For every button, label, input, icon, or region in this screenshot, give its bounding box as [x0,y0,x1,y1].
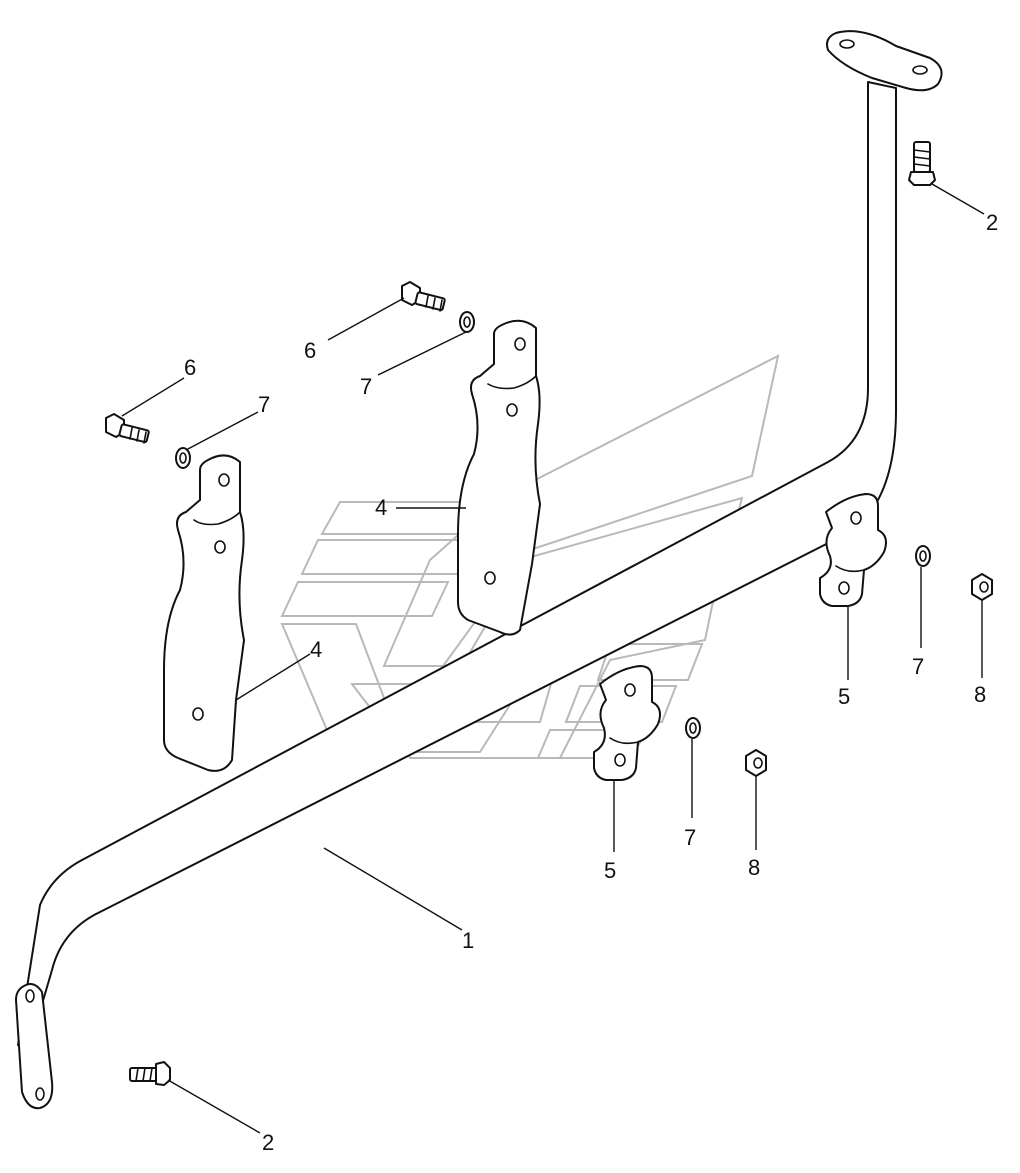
bolt-left [105,413,150,444]
callout-8-lower: 8 [748,855,760,880]
hex-nut-right [971,573,993,601]
washer-right [915,545,931,567]
callout-1: 1 [462,928,474,953]
bottom-mount-plate [15,983,54,1110]
callout-7-right: 7 [912,654,924,679]
callout-2-bottom: 2 [262,1130,274,1155]
callout-5-center: 5 [604,858,616,883]
long-bracket-left [163,454,245,772]
long-bracket-center [457,319,541,636]
callout-2-top: 2 [986,210,998,235]
saddle-clamp-center [593,665,661,781]
saddle-clamp-right [819,493,887,607]
hex-bolt-bottom-left [129,1061,171,1086]
callout-4-center: 4 [375,495,387,520]
washer-lower [685,717,701,739]
callout-7-lower: 7 [684,825,696,850]
callout-4-left: 4 [310,637,322,662]
callout-6-left: 6 [184,355,196,380]
callout-6-center: 6 [304,338,316,363]
washer-left [175,447,191,469]
leader-lines [121,183,985,1134]
callout-7-center: 7 [360,374,372,399]
bolt-center [401,281,446,312]
hex-nut-lower [745,749,767,777]
support-rod [15,30,943,1110]
top-mount-plate [826,30,943,92]
hex-bolt-top-right [908,141,936,186]
callout-8-right: 8 [974,682,986,707]
callout-labels: 1 2 2 4 4 5 5 6 6 7 7 7 7 8 8 [184,210,998,1155]
washer-center [459,311,475,333]
callout-5-right: 5 [838,684,850,709]
callout-7-left: 7 [258,392,270,417]
